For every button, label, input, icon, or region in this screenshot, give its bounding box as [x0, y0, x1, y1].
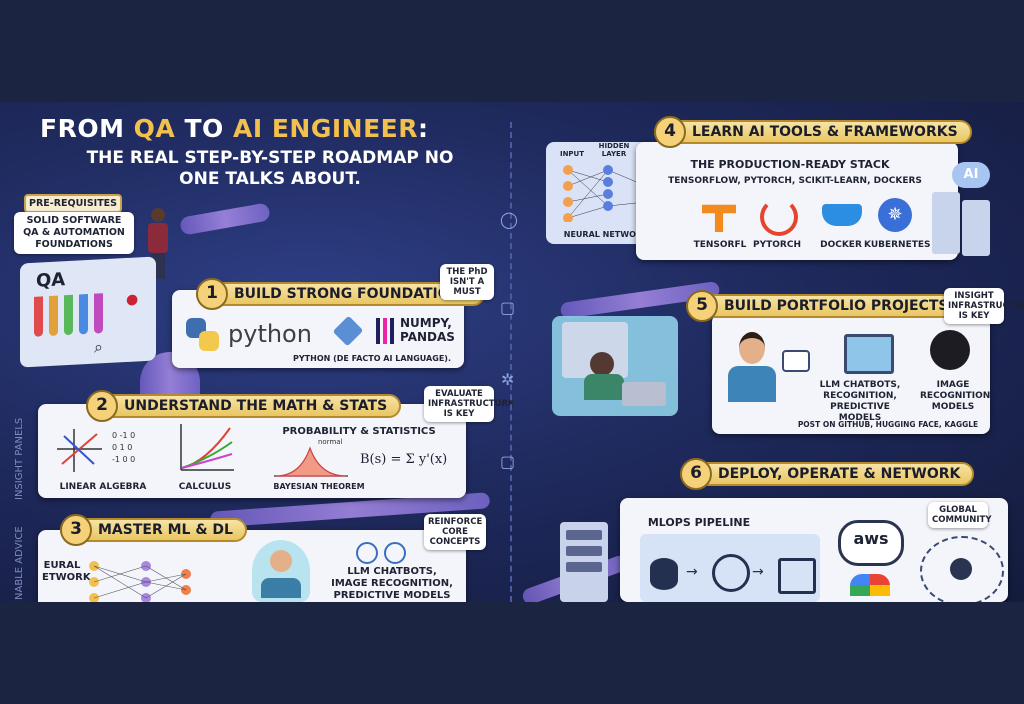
- svg-text:-1 0 0: -1 0 0: [112, 455, 135, 464]
- google-cloud-icon: [850, 574, 890, 596]
- kubernetes-icon: ✵: [878, 198, 912, 232]
- step1-number: 1: [196, 278, 228, 310]
- infographic: FROM QA TO AI ENGINEER: THE REAL STEP-BY…: [0, 102, 1024, 602]
- main-title: FROM QA TO AI ENGINEER:: [40, 114, 429, 143]
- prereq-note: SOLID SOFTWARE QA & AUTOMATION FOUNDATIO…: [14, 212, 134, 254]
- step6-number: 6: [680, 458, 712, 490]
- qa-lab-panel: QA ● ⌕: [20, 256, 156, 368]
- brain-icon: [356, 542, 378, 564]
- formula: B(s) = Σ y'(x): [360, 452, 448, 467]
- probability-label: PROBABILITY & STATISTICS: [282, 426, 436, 437]
- gear-icon: ✲: [501, 370, 515, 389]
- step3-number: 3: [60, 514, 92, 546]
- laptop-scene: [552, 316, 678, 416]
- aws-cloud-icon: aws: [838, 520, 904, 566]
- server-stack-icon: AI: [930, 162, 994, 258]
- step5-note: INSIGHT INFRASTRUCTURE IS KEY: [944, 288, 1024, 324]
- svg-text:0 -1 0: 0 -1 0: [112, 431, 135, 440]
- arrow-icon: →: [752, 564, 764, 580]
- step4-stack: THE PRODUCTION-READY STACK: [690, 158, 890, 171]
- developer-avatar: [252, 540, 310, 602]
- arrow-icon: →: [686, 564, 698, 580]
- step1-note: THE PhD ISN'T A MUST: [440, 264, 494, 300]
- nn-input-label: INPUT: [559, 150, 585, 158]
- tool-label: KUBERNETES: [864, 240, 931, 250]
- refresh-box-icon: [778, 558, 816, 594]
- tool-label: PYTORCH: [753, 240, 801, 250]
- calculus-graph: [180, 424, 234, 471]
- center-divider: [510, 122, 512, 602]
- bayesian-label: BAYESIAN THEOREM: [273, 482, 365, 491]
- side-label-advice: NABLE ADVICE: [14, 526, 25, 600]
- linear-algebra-label: LINEAR ALGEBRA: [59, 482, 147, 492]
- llm-projects-label: LLM CHATBOTS, RECOGNITION, PREDICTIVE MO…: [819, 380, 901, 423]
- tool-label: DOCKER: [820, 240, 862, 250]
- step5-caption: POST ON GITHUB, HUGGING FACE, KAGGLE: [797, 420, 979, 429]
- nn-hidden-label: HIDDEN LAYER: [598, 142, 630, 158]
- subtitle: THE REAL STEP-BY-STEP ROADMAP NO ONE TAL…: [86, 148, 454, 189]
- step2-header: UNDERSTAND THE MATH & STATS: [86, 394, 402, 418]
- github-icon: [930, 330, 970, 370]
- step3-items: LLM CHATBOTS, IMAGE RECOGNITION, PREDICT…: [331, 566, 453, 601]
- road-path: [179, 202, 271, 236]
- image-monitor-icon: [844, 334, 894, 374]
- bell-curve-graph: [274, 446, 348, 477]
- nn-label: NEURAL NETWORK: [563, 230, 649, 239]
- test-tubes: [34, 292, 126, 341]
- community-network-icon: [920, 536, 1004, 602]
- pytorch-icon: [760, 198, 798, 236]
- bug-icon: ●: [126, 291, 139, 309]
- numpy-pandas-label: NUMPY, PANDAS: [400, 316, 455, 344]
- step6-header: DEPLOY, OPERATE & NETWORK: [680, 462, 975, 486]
- step4-list: TENSORFLOW, PYTORCH, SCIKIT-LEARN, DOCKE…: [668, 176, 922, 186]
- calculus-label: CALCULUS: [178, 482, 232, 492]
- qa-label: QA: [36, 269, 66, 292]
- database-icon: [650, 558, 678, 590]
- step4-number: 4: [654, 116, 686, 148]
- neural-network-diagram: [89, 561, 191, 602]
- step2-number: 2: [86, 390, 118, 422]
- book-icon: ▢: [500, 452, 516, 471]
- book-icon: ▢: [500, 298, 516, 317]
- network-node-icon: [712, 554, 750, 592]
- normal-label: normal: [318, 438, 343, 446]
- ai-cloud-icon: AI: [952, 162, 990, 188]
- person-figure: [146, 208, 170, 280]
- image-recognition-label: IMAGE RECOGNITION MODELS: [920, 380, 991, 412]
- step4-header: LEARN AI TOOLS & FRAMEWORKS: [654, 120, 972, 144]
- step5-number: 5: [686, 290, 718, 322]
- developer-avatar: [722, 332, 782, 402]
- chat-bubble-icon: [782, 350, 810, 372]
- step2-note: EVALUATE INFRASTRUCTURE IS KEY: [424, 386, 514, 422]
- step3-network-label: EURAL ETWORK: [42, 560, 91, 583]
- mlops-label: MLOPS PIPELINE: [647, 516, 751, 529]
- linear-algebra-graph: 0 -1 0 0 1 0 -1 0 0: [57, 429, 135, 472]
- svg-text:0 1 0: 0 1 0: [112, 443, 132, 452]
- tool-label: TENSORFL: [693, 240, 747, 250]
- magnifier-icon: ⌕: [94, 337, 103, 357]
- docker-icon: [822, 204, 862, 226]
- lightbulb-icon: ◯: [500, 210, 518, 229]
- aws-label: aws: [853, 529, 889, 548]
- python-label: python: [228, 320, 312, 348]
- python-logo-icon: [186, 318, 220, 352]
- step3-note: REINFORCE CORE CONCEPTS: [424, 514, 486, 550]
- step5-header: BUILD PORTFOLIO PROJECTS: [686, 294, 963, 318]
- brain-icon: [384, 542, 406, 564]
- prereq-tag: PRE-REQUISITES: [24, 194, 122, 213]
- server-rack-icon: [560, 522, 608, 602]
- side-label-insight: INSIGHT PANELS: [14, 417, 25, 500]
- pandas-icon: [376, 318, 394, 344]
- community-note: GLOBAL COMMUNITY: [928, 502, 992, 528]
- step1-header: BUILD STRONG FOUNDATIONS: [196, 282, 486, 306]
- step1-caption: PYTHON (DE FACTO AI LANGUAGE).: [293, 354, 451, 363]
